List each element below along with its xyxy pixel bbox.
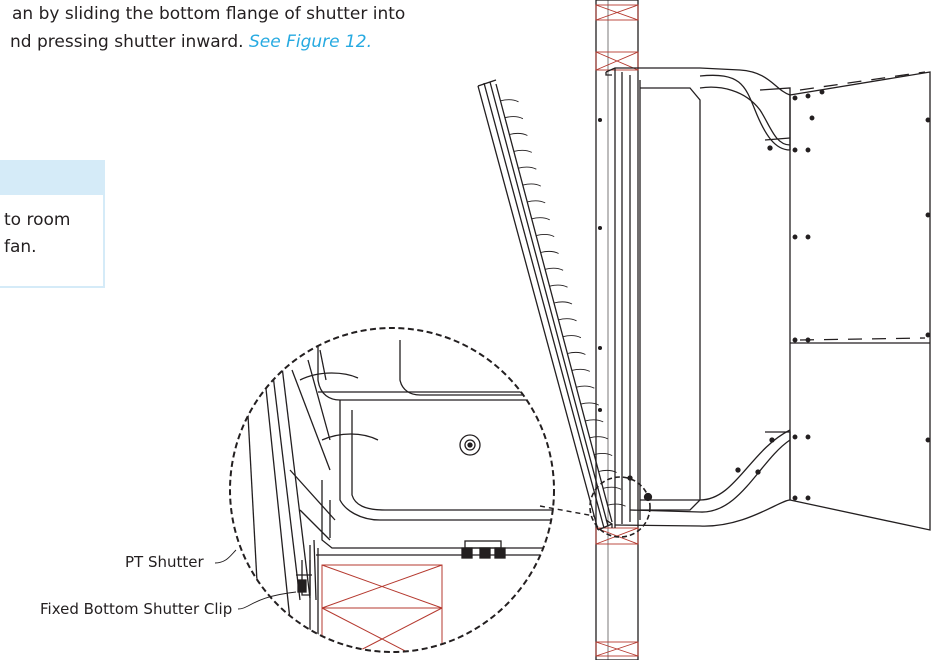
note-line-1: to room: [4, 210, 71, 230]
note-box: to room fan.: [0, 160, 105, 288]
note-body: to room fan.: [0, 195, 103, 261]
louver-blade: [540, 250, 559, 254]
callout-pt-shutter: PT Shutter: [125, 553, 204, 571]
note-header: [0, 162, 103, 195]
louver-blade: [567, 351, 586, 355]
louver-blade: [589, 436, 608, 440]
louver-blade: [558, 318, 577, 322]
louver-blade: [594, 453, 613, 457]
instruction-line-2: nd pressing shutter inward. See Figure 1…: [10, 28, 560, 56]
wood-block-top: [595, 4, 639, 71]
louver-blade: [607, 503, 626, 507]
louver-blade: [576, 385, 595, 389]
louver-blade: [585, 419, 604, 423]
louver-blade: [580, 402, 600, 406]
louver-blade: [504, 116, 524, 120]
louver-blade: [598, 469, 617, 473]
louver-blade: [518, 166, 537, 170]
callout-fixed-bottom-shutter-clip: Fixed Bottom Shutter Clip: [40, 600, 233, 618]
cone-panel: [597, 71, 931, 531]
louver-blade: [549, 284, 568, 288]
louver-blade: [509, 132, 528, 136]
louver-blade: [553, 301, 573, 305]
detail-leader-line: [539, 505, 595, 517]
instruction-text: an by sliding the bottom flange of shutt…: [0, 0, 560, 56]
instruction-line-2-text: nd pressing shutter inward.: [10, 32, 249, 52]
louver-blade: [531, 217, 550, 221]
figure-reference-link[interactable]: See Figure 12.: [248, 32, 373, 52]
detail-circle: [229, 327, 555, 653]
louver-blade: [522, 183, 542, 187]
note-line-2: fan.: [4, 237, 37, 257]
louver-blade: [536, 234, 555, 238]
detail-target-circle: [589, 476, 651, 538]
louver-blade: [527, 200, 546, 204]
louver-blade: [544, 267, 564, 271]
fan-housing: [605, 67, 791, 528]
louver-blade: [513, 149, 533, 153]
wood-block-bottom: [595, 527, 639, 657]
louver-blade: [602, 486, 622, 490]
wall-post: [595, 0, 639, 660]
instruction-line-1: an by sliding the bottom flange of shutt…: [12, 4, 406, 24]
louver-blade: [562, 335, 582, 339]
pt-shutter: [477, 79, 613, 531]
louver-blade: [571, 368, 591, 372]
shutter-louvers: [500, 99, 626, 507]
pt-shutter-leader: [214, 549, 237, 564]
clip-leader: [237, 591, 297, 610]
louver-blade: [500, 99, 519, 103]
